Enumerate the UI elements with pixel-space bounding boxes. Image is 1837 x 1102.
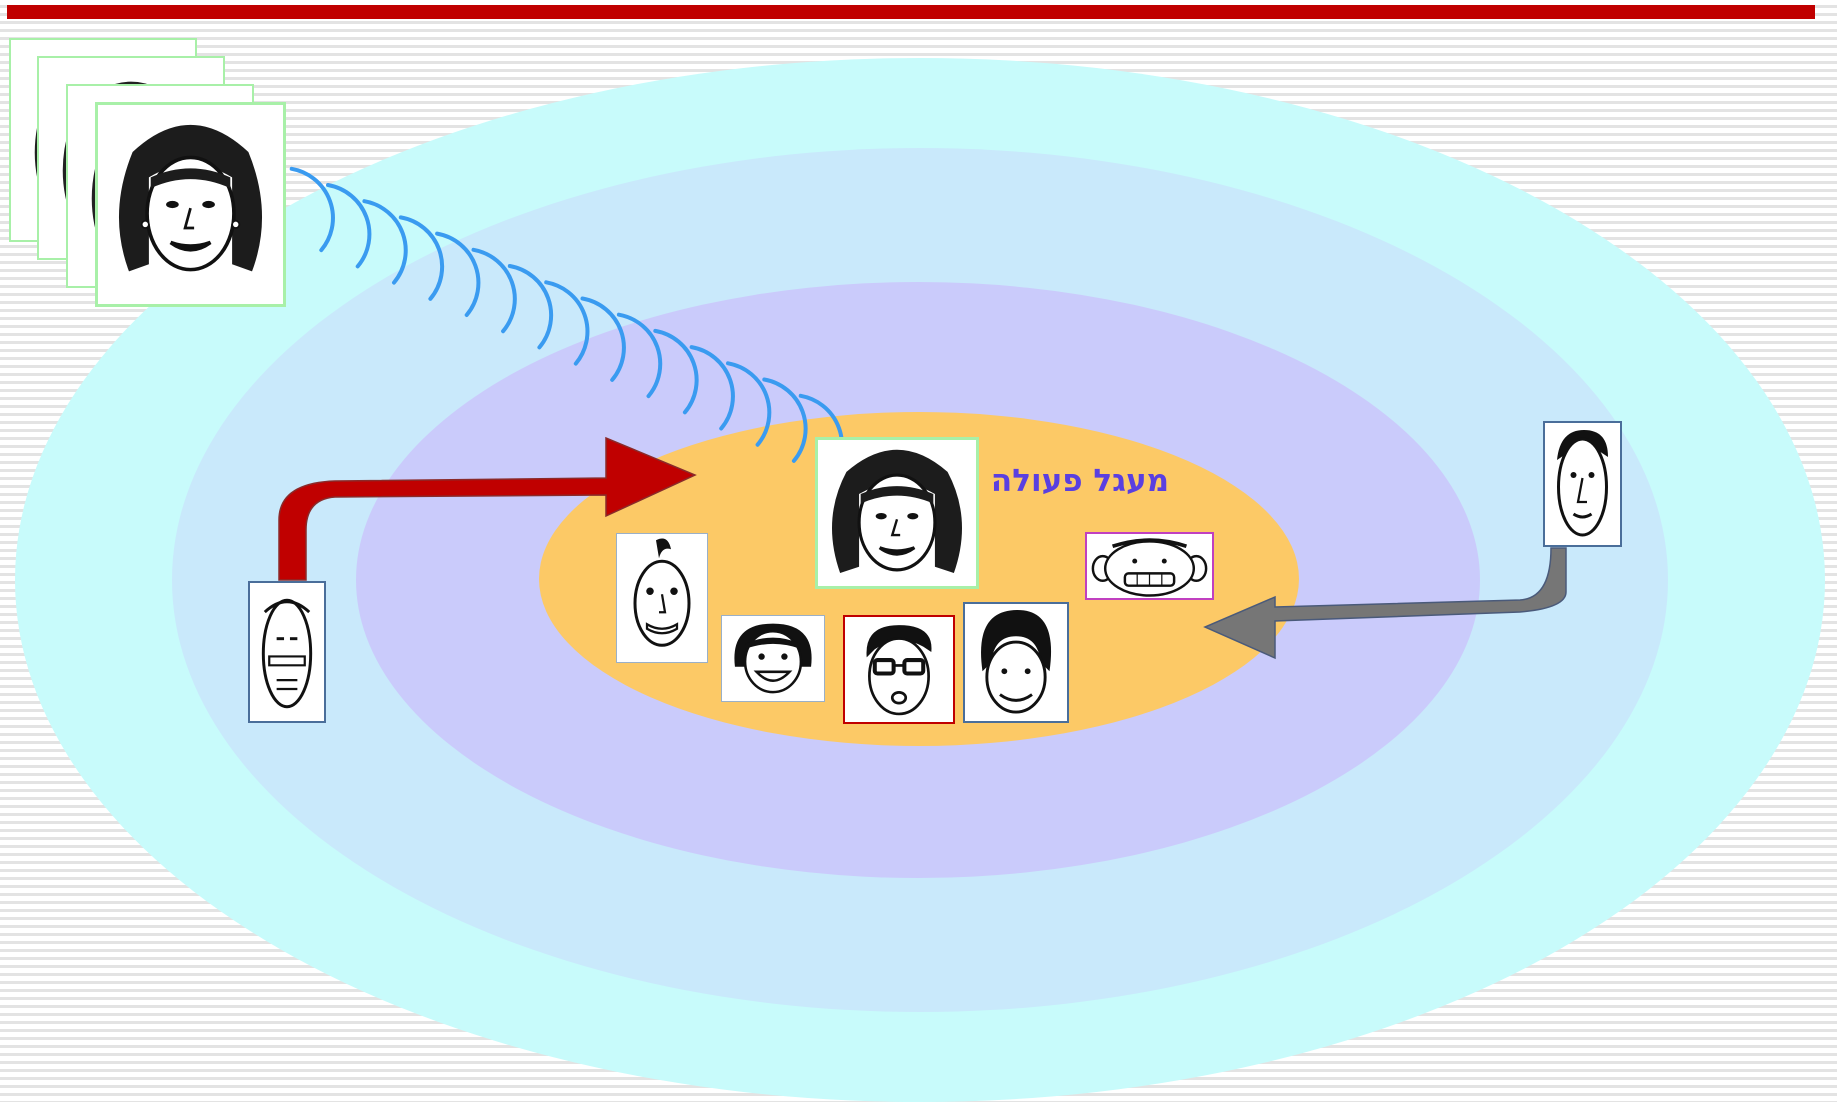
smiling-woman-face-icon: [722, 616, 824, 701]
glasses-man-face-icon: [845, 617, 953, 722]
grinning-member-portrait: [1085, 532, 1214, 600]
mohawk-member-portrait: [616, 533, 708, 663]
mohawk-face-icon: [617, 534, 707, 662]
long-face-man-icon: [1545, 423, 1620, 545]
action-circle-label: מעגל פעולה: [980, 463, 1180, 499]
old-man-face-icon: [250, 583, 324, 721]
glasses-member-portrait: [843, 615, 955, 724]
grinning-face-icon: [1087, 534, 1212, 598]
woman-face-icon: [818, 440, 976, 586]
smiling-woman-member-portrait: [721, 615, 825, 702]
leaving-member-portrait: [1543, 421, 1622, 547]
leader-portrait-front: [95, 102, 286, 307]
hooded-face-icon: [965, 604, 1067, 721]
entering-member-portrait: [248, 581, 326, 723]
core-leader-portrait: [815, 437, 979, 589]
hooded-member-portrait: [963, 602, 1069, 723]
woman-face-icon: [98, 105, 283, 304]
